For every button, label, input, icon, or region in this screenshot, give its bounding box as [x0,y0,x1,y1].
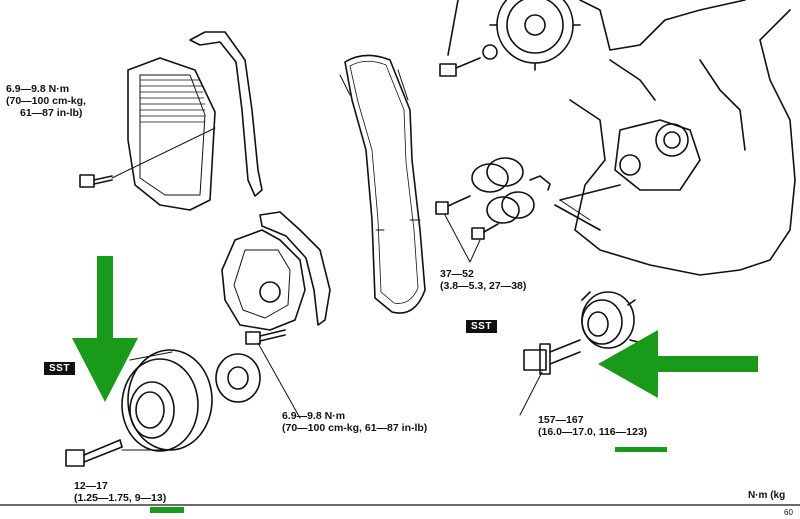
crank-bolt [519,339,581,416]
cover-torque-line1: 6.9—9.8 N·m [6,83,70,95]
crankshaft-timing-pulley [581,291,639,349]
plate-torque-line1: 6.9—9.8 N·m [282,410,346,422]
cover-torque-line3: 61—87 in-lb) [20,107,83,119]
plate-torque-line2: (70—100 cm-kg, 61—87 in-lb) [282,422,428,434]
sst-tag-right: SST [466,320,497,333]
crank-plate [215,353,261,403]
cover-torque-line2: (70—100 cm-kg, [6,95,86,107]
crank-pulley-torque-line2: (1.25—1.75, 9—13) [74,492,167,504]
crank-pulley-torque-line1: 12—17 [74,480,108,492]
units-footer: N·m (kg [748,490,786,501]
green-underline-crank-bolt [615,447,667,452]
sst-tag-left: SST [44,362,75,375]
corner-code: 60 [784,508,793,517]
timing-belt [339,54,426,314]
upper-timing-cover [127,31,263,211]
crank-bolt-torque-line1: 157—167 [538,414,584,426]
camshaft-pulley [439,0,581,77]
engine-block [554,0,796,276]
plate-bolt [245,329,301,419]
crank-bolt-torque-line2: (16.0—17.0, 116—123) [538,426,648,438]
green-underline-crank-pulley [150,507,184,513]
tensioner-torque-line1: 37—52 [440,268,474,280]
crank-bolt-torque-label: 157—167 (16.0—17.0, 116—123) [538,414,647,438]
tensioner-torque-label: 37—52 (3.8—5.3, 27—38) [440,268,526,292]
tensioner-torque-line2: (3.8—5.3, 27—38) [440,280,527,292]
green-arrow-down [72,256,138,402]
cover-bolt [79,127,216,188]
crank-pulley-torque-label: 12—17 (1.25—1.75, 9—13) [74,480,166,504]
plate-torque-label: 6.9—9.8 N·m (70—100 cm-kg, 61—87 in-lb) [282,410,427,434]
crank-pulley-bolt [65,439,123,467]
cover-torque-label: 6.9—9.8 N·m (70—100 cm-kg, 61—87 in-lb) [6,83,86,119]
lower-timing-cover [221,211,331,331]
crankshaft-pulley [121,349,213,452]
green-arrow-left [598,330,758,398]
tensioner-pulleys [435,157,551,263]
